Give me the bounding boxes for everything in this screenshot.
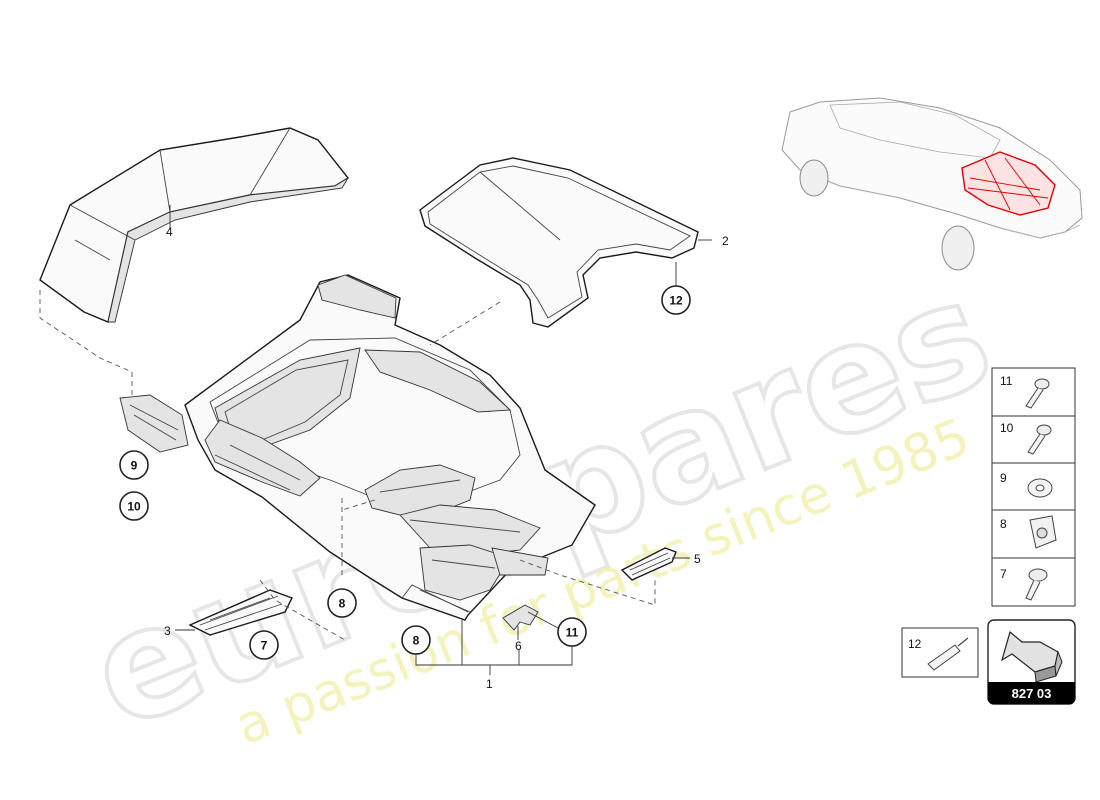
callout-2: 2 bbox=[722, 234, 729, 248]
circled-callout-12 bbox=[661, 285, 691, 315]
callout-11: 11 bbox=[566, 626, 579, 640]
page-reference-box: 827 03 bbox=[987, 619, 1076, 705]
leader-lines bbox=[169, 205, 712, 675]
callout-9: 9 bbox=[131, 459, 138, 473]
screw-icon bbox=[1027, 424, 1052, 455]
circled-callout-7 bbox=[249, 630, 279, 660]
callouts: 4 2 3 5 6 1 12 9 10 8 7 8 11 bbox=[119, 225, 729, 691]
circled-callout-8-upper bbox=[327, 588, 357, 618]
callout-6: 6 bbox=[515, 639, 522, 653]
legend-label-9: 9 bbox=[1000, 471, 1007, 485]
glass-panel-part bbox=[419, 157, 699, 328]
bracket-part bbox=[502, 604, 539, 631]
callout-4: 4 bbox=[166, 225, 173, 239]
circled-callout-8-lower bbox=[401, 625, 431, 655]
callout-3: 3 bbox=[164, 624, 171, 638]
washer-icon bbox=[1027, 478, 1053, 498]
callout-1: 1 bbox=[486, 677, 493, 691]
engine-cover-part bbox=[184, 274, 596, 621]
legend-label-8: 8 bbox=[1000, 517, 1007, 531]
legend-label-12: 12 bbox=[908, 637, 922, 651]
spoiler-part bbox=[39, 127, 350, 323]
sealant-tube-icon bbox=[927, 637, 969, 671]
car-wheel-rear bbox=[941, 225, 975, 271]
callout-8-lower: 8 bbox=[413, 634, 420, 648]
circled-callout-11 bbox=[557, 617, 587, 647]
clip-nut-icon bbox=[1029, 515, 1057, 549]
page-code: 827 03 bbox=[1012, 686, 1052, 701]
circled-callout-9 bbox=[119, 450, 149, 480]
hardware-legend: 11 10 9 8 7 bbox=[991, 367, 1076, 607]
car-highlighted-cover bbox=[961, 151, 1056, 216]
car-thumbnail bbox=[781, 97, 1083, 271]
circled-callout-10 bbox=[119, 491, 149, 521]
sealant-box: 12 bbox=[901, 627, 979, 678]
callout-12: 12 bbox=[669, 294, 683, 308]
vent-plate-part bbox=[620, 547, 677, 581]
screw-icon bbox=[1025, 568, 1048, 601]
car-wheel-front bbox=[799, 159, 829, 197]
callout-7: 7 bbox=[261, 639, 268, 653]
legend-label-7: 7 bbox=[1000, 567, 1007, 581]
grille-part bbox=[188, 589, 293, 636]
direction-arrow-icon bbox=[1001, 630, 1063, 683]
callout-5: 5 bbox=[694, 552, 701, 566]
legend-label-10: 10 bbox=[1000, 421, 1014, 435]
screw-icon bbox=[1025, 378, 1050, 409]
side-grille-part bbox=[119, 394, 189, 453]
legend-label-11: 11 bbox=[1000, 374, 1013, 388]
callout-8-upper: 8 bbox=[339, 597, 346, 611]
assembly-lines bbox=[39, 290, 656, 641]
callout-10: 10 bbox=[127, 500, 141, 514]
